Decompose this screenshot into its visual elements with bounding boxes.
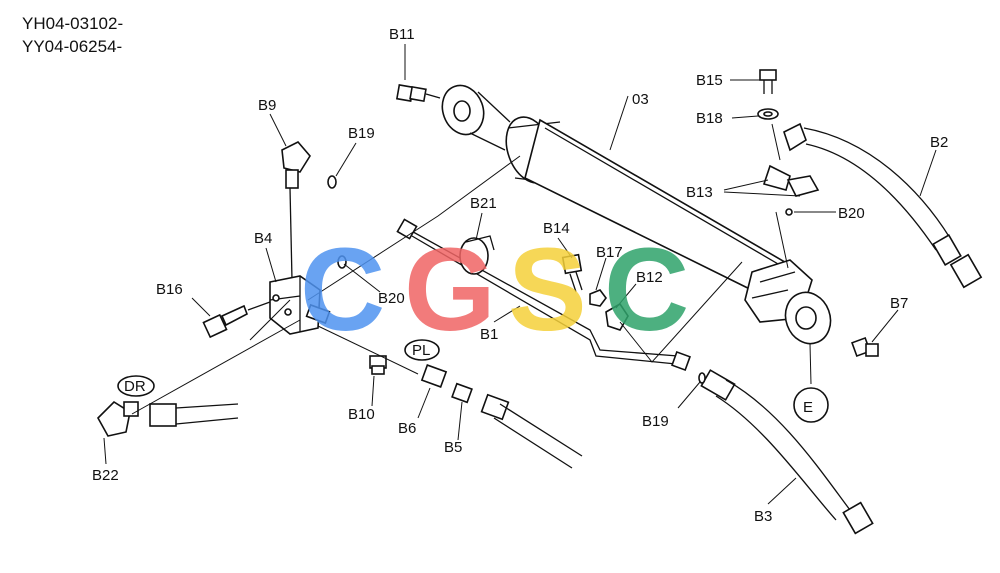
washer-b18 — [757, 108, 779, 120]
valve-block-b4 — [269, 275, 331, 335]
label-b9: B9 — [258, 97, 276, 114]
callout-e-text: E — [803, 399, 813, 416]
label-b5: B5 — [444, 439, 462, 456]
nut-b17 — [589, 289, 607, 307]
label-b22: B22 — [92, 467, 119, 484]
clamp-b21 — [459, 235, 495, 275]
elbow-b9 — [281, 141, 311, 281]
label-b15: B15 — [696, 72, 723, 89]
watermark-letter-g: G — [404, 224, 496, 356]
hose-b3 — [700, 369, 874, 535]
callout-dr: DR — [117, 375, 155, 397]
fitting-b7 — [851, 337, 879, 357]
label-b19-left: B19 — [348, 125, 375, 142]
callout-e: E — [793, 387, 829, 423]
label-b7: B7 — [890, 295, 908, 312]
hose-b2 — [783, 122, 983, 289]
watermark-letter-c1: C — [300, 224, 385, 356]
label-b13: B13 — [686, 184, 713, 201]
bolt-b14 — [561, 253, 583, 293]
label-b3: B3 — [754, 508, 772, 525]
watermark-letter-s: S — [508, 224, 587, 356]
callout-pl-text: PL — [412, 342, 430, 359]
label-b10: B10 — [348, 406, 375, 423]
part-labels: B11 B9 B19 03 B15 B18 B2 B13 B20 B21 B14… — [92, 26, 948, 525]
elbow-b22 — [97, 400, 239, 437]
label-b16: B16 — [156, 281, 183, 298]
label-b4: B4 — [254, 230, 272, 247]
label-b6: B6 — [398, 420, 416, 437]
label-03: 03 — [632, 91, 649, 108]
label-b20-right: B20 — [838, 205, 865, 222]
bolt-b16 — [202, 301, 271, 339]
hydraulic-cylinder — [441, 84, 832, 345]
bolt-b15 — [759, 69, 777, 94]
fitting-b5 — [451, 382, 583, 469]
label-b12: B12 — [636, 269, 663, 286]
callout-pl: PL — [404, 339, 440, 361]
callout-dr-text: DR — [124, 378, 146, 395]
pipe-b1 — [396, 218, 691, 371]
model-code-1: YH04-03102- — [22, 14, 123, 33]
watermark: C G S C — [300, 224, 689, 356]
o-ring-b20-left — [337, 255, 347, 269]
fitting-b6 — [420, 364, 448, 388]
o-ring-b19-right — [698, 372, 706, 384]
plug-b10 — [369, 355, 387, 375]
model-code-2: YY04-06254- — [22, 37, 122, 56]
o-ring-b20-right — [785, 208, 793, 216]
label-b14: B14 — [543, 220, 570, 237]
label-b2: B2 — [930, 134, 948, 151]
clamp-b13 — [762, 164, 820, 197]
label-b21: B21 — [470, 195, 497, 212]
label-b20-left: B20 — [378, 290, 405, 307]
leader-lines — [103, 44, 937, 505]
o-ring-b19-left — [327, 175, 337, 189]
watermark-letter-c2: C — [604, 224, 689, 356]
fitting-b11 — [395, 83, 441, 103]
label-b11: B11 — [389, 26, 415, 43]
label-b18: B18 — [696, 110, 723, 127]
label-b19-right: B19 — [642, 413, 669, 430]
label-b17: B17 — [596, 244, 623, 261]
label-b1: B1 — [480, 326, 498, 343]
